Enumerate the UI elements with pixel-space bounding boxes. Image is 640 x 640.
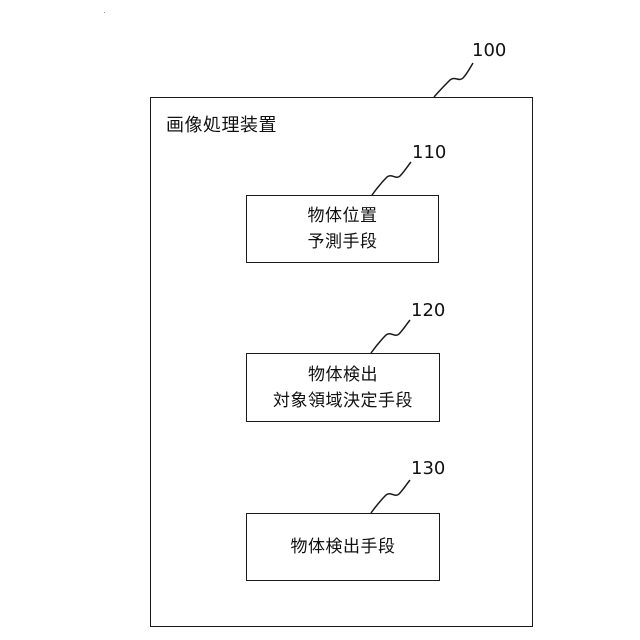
- box-130-line-1: 物体検出手段: [291, 534, 396, 560]
- box-110-line-2: 予測手段: [308, 229, 378, 255]
- box-120-line-2: 対象領域決定手段: [273, 388, 413, 414]
- ref-number-130: 130: [411, 458, 445, 479]
- ref-number-100: 100: [472, 40, 506, 61]
- object-detection-box: 物体検出手段: [246, 513, 440, 581]
- detection-region-determination-box: 物体検出 対象領域決定手段: [246, 353, 440, 422]
- box-120-line-1: 物体検出: [308, 362, 378, 388]
- box-110-line-1: 物体位置: [308, 203, 378, 229]
- ref-number-110: 110: [412, 142, 446, 163]
- leader-line-100: [434, 63, 473, 97]
- object-position-prediction-box: 物体位置 予測手段: [246, 195, 439, 263]
- device-title: 画像処理装置: [166, 111, 277, 137]
- ref-number-120: 120: [411, 300, 445, 321]
